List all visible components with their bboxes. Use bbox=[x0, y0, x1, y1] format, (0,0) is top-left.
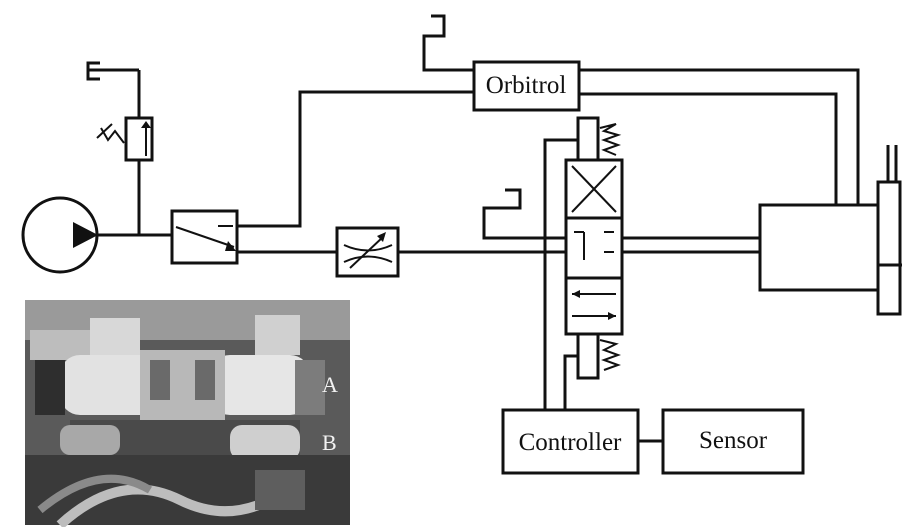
steering-supply-line bbox=[237, 90, 474, 228]
orbitrol-label: Orbitrol bbox=[486, 72, 567, 99]
controller-block: Controller bbox=[501, 408, 640, 475]
solenoid-directional-valve-symbol bbox=[564, 116, 624, 380]
pressure-relief-valve-symbol bbox=[88, 68, 154, 235]
tank-symbol bbox=[86, 61, 100, 81]
solenoid-wire-2 bbox=[563, 354, 578, 410]
orbitrol-line-2 bbox=[579, 92, 838, 205]
tank-symbol bbox=[482, 188, 566, 240]
valve-photo: A B bbox=[25, 300, 350, 529]
tank-symbol bbox=[422, 14, 474, 72]
adjustable-flow-control-valve-symbol bbox=[335, 226, 400, 278]
photo-label-a: A bbox=[322, 372, 338, 397]
hydraulic-cylinder-symbol bbox=[758, 145, 902, 316]
priority-valve-symbol bbox=[170, 209, 239, 265]
solenoid-wire-1 bbox=[543, 138, 578, 410]
photo-label-b: B bbox=[322, 430, 337, 455]
sensor-label: Sensor bbox=[699, 427, 768, 454]
controller-label: Controller bbox=[519, 429, 622, 456]
pump-symbol bbox=[21, 196, 99, 274]
sensor-block: Sensor bbox=[661, 408, 805, 475]
orbitrol-block: Orbitrol bbox=[472, 60, 581, 112]
